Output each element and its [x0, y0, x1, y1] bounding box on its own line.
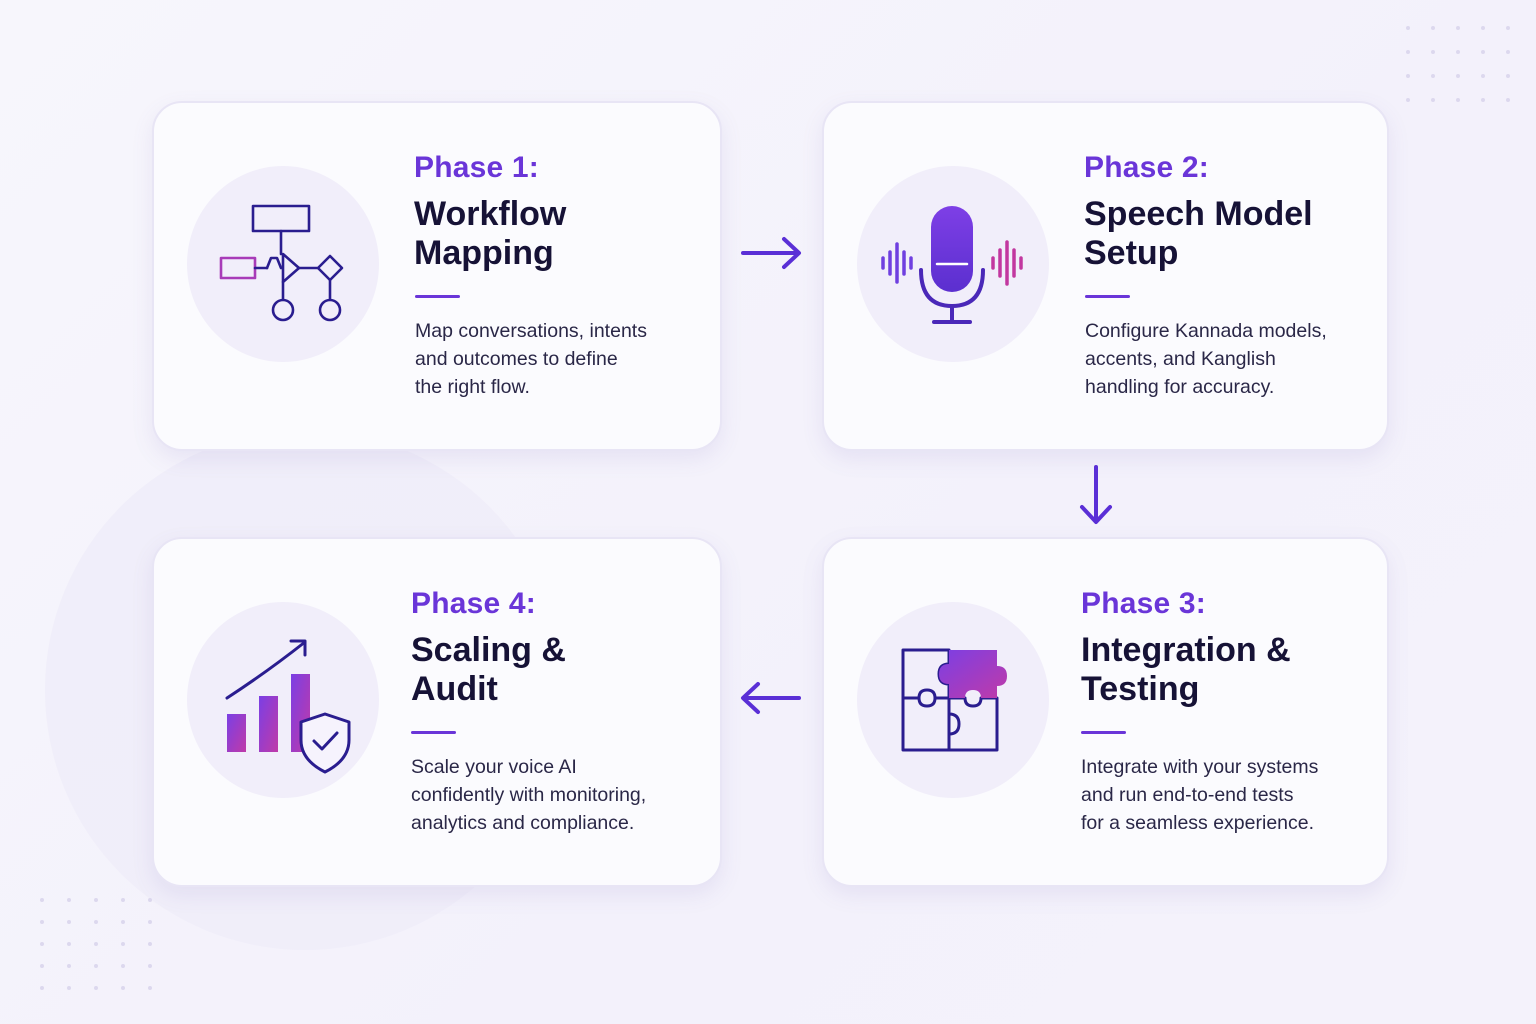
phase-label: Phase 1:: [414, 151, 539, 184]
description-line: Scale your voice AI: [411, 756, 577, 778]
accent-divider: [1081, 731, 1126, 734]
microphone-icon: [857, 166, 1049, 362]
description-line: Configure Kannada models,: [1085, 320, 1327, 342]
phase-title-line: Integration &: [1081, 631, 1291, 669]
description-line: and outcomes to define: [415, 348, 618, 370]
workflow-icon: [187, 166, 379, 362]
arrow-left-icon: [741, 682, 801, 714]
phase-card-1: Phase 1: Workflow Mapping Map conversati…: [152, 101, 722, 451]
phase-description: Configure Kannada models, accents, and K…: [1085, 317, 1375, 401]
phase-card-2: Phase 2: Speech Model Setup Configure Ka…: [822, 101, 1389, 451]
description-line: confidently with monitoring,: [411, 784, 647, 806]
puzzle-icon: [857, 602, 1049, 798]
description-line: analytics and compliance.: [411, 812, 635, 834]
description-line: accents, and Kanglish: [1085, 348, 1276, 370]
decorative-dot-grid: [1406, 26, 1510, 102]
phase-title: Workflow Mapping: [414, 195, 704, 273]
phase-card-4: Phase 4: Scaling & Audit Scale your voic…: [152, 537, 722, 887]
description-line: and run end-to-end tests: [1081, 784, 1294, 806]
phase-title-line: Mapping: [414, 234, 554, 272]
accent-divider: [1085, 295, 1130, 298]
phase-title-line: Workflow: [414, 195, 567, 233]
arrow-down-icon: [1080, 465, 1112, 524]
phase-title: Speech Model Setup: [1084, 195, 1374, 273]
description-line: handling for accuracy.: [1085, 376, 1275, 398]
phase-card-3: Phase 3: Integration & Testing Integrate…: [822, 537, 1389, 887]
description-line: Integrate with your systems: [1081, 756, 1319, 778]
phase-title: Integration & Testing: [1081, 631, 1371, 709]
accent-divider: [411, 731, 456, 734]
phase-title-line: Scaling &: [411, 631, 566, 669]
description-line: for a seamless experience.: [1081, 812, 1315, 834]
phase-description: Scale your voice AI confidently with mon…: [411, 753, 701, 837]
growth-shield-icon: [187, 602, 379, 798]
arrow-right-icon: [741, 237, 801, 269]
phase-title-line: Testing: [1081, 670, 1200, 708]
phase-label: Phase 4:: [411, 587, 536, 620]
description-line: Map conversations, intents: [415, 320, 647, 342]
description-line: the right flow.: [415, 376, 530, 398]
phase-title-line: Speech Model: [1084, 195, 1313, 233]
phase-title-line: Audit: [411, 670, 498, 708]
phase-description: Map conversations, intents and outcomes …: [415, 317, 705, 401]
phase-description: Integrate with your systems and run end-…: [1081, 753, 1371, 837]
accent-divider: [415, 295, 460, 298]
phase-title-line: Setup: [1084, 234, 1179, 272]
phase-label: Phase 2:: [1084, 151, 1209, 184]
phase-label: Phase 3:: [1081, 587, 1206, 620]
phase-title: Scaling & Audit: [411, 631, 701, 709]
decorative-dot-grid: [40, 898, 152, 990]
